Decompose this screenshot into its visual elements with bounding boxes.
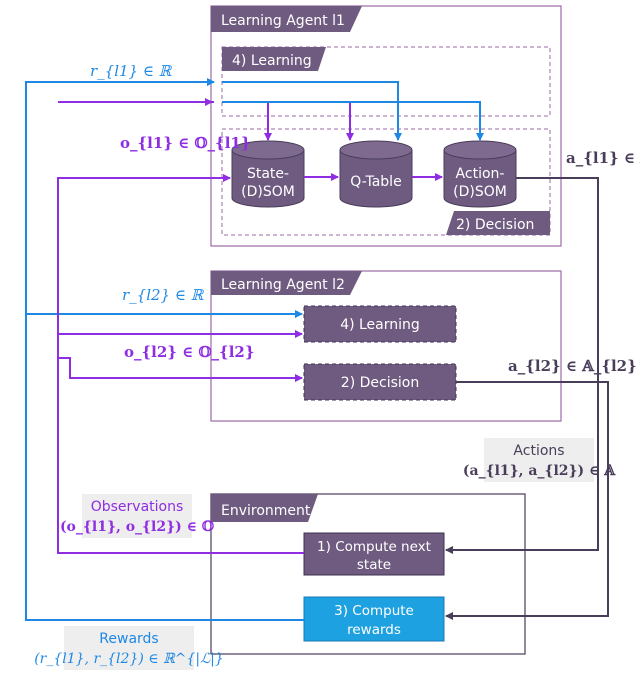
environment-tab [211,494,318,522]
environment: Environment 1) Compute next state 3) Com… [210,493,526,655]
action-l1-flow [445,177,599,554]
reward-l2-label: r_{l2} ∈ ℝ [122,286,205,304]
observation-l2-label: o_{l2} ∈ 𝕆_{l2} [124,343,254,361]
state-som-cylinder: State- (D)SOM [231,140,305,208]
rewards-formula: (r_{l1}, r_{l2}) ∈ ℝ^{|ℒ|} [34,651,224,667]
qtable-cylinder: Q-Table [339,140,413,208]
agent-l1-border [210,5,562,247]
agent-l1-decision-label: 2) Decision [456,217,534,233]
environment-title: Environment [221,503,311,519]
reward-to-action-arrow [222,101,484,141]
agent-l2-decision-box [303,363,457,401]
agent-l1-tab [211,6,362,32]
action-l1-label: a_{l1} ∈ 𝔸_{l1} [566,149,640,167]
agent-l2-learning-label: 4) Learning [340,317,420,333]
agent-l1-decision-region [221,128,551,236]
rewards-label-box: Rewards (r_{l1}, r_{l2}) ∈ ℝ^{|ℒ|} [34,626,224,670]
compute-rewards-label-1: 3) Compute [334,603,414,619]
action-som-label-1: Action- [456,166,505,182]
reward-l1-flow [25,78,304,621]
reward-to-qtable-arrow [222,81,402,141]
observations-formula: (o_{l1}, o_{l2}) ∈ 𝕆 [60,519,214,535]
agent-l2-title: Learning Agent l2 [221,277,345,293]
state-som-label-1: State- [247,166,289,182]
agent-l2-border [210,270,562,422]
reward-l1-label: r_{l1} ∈ ℝ [90,62,173,80]
agent-l2: Learning Agent l2 4) Learning 2) Decisio… [210,270,562,422]
compute-rewards-box [303,596,445,642]
compute-state-label-2: state [357,557,391,573]
agent-l1-learning-tab [222,47,326,71]
actions-title: Actions [513,443,564,459]
actions-label-box: Actions (a_{l1}, a_{l2}) ∈ 𝔸 [463,438,616,482]
action-som-cylinder: Action- (D)SOM [443,140,517,208]
state-som-label-2: (D)SOM [241,184,295,200]
observations-label-box: Observations (o_{l1}, o_{l2}) ∈ 𝕆 [60,494,214,538]
action-l2-flow [445,381,609,620]
compute-rewards-label-2: rewards [347,622,401,638]
agent-l2-tab [211,271,362,295]
action-som-label-2: (D)SOM [453,184,507,200]
qtable-label: Q-Table [350,174,401,190]
actions-formula: (a_{l1}, a_{l2}) ∈ 𝔸 [463,463,616,479]
observation-l2-flow [58,357,303,382]
observation-l1-label: o_{l1} ∈ 𝕆_{l1} [120,134,250,152]
action-l2-label: a_{l2} ∈ 𝔸_{l2} [508,357,637,375]
observations-title: Observations [91,499,184,515]
observation-l1-flow [57,174,304,554]
agent-l2-learning-box [303,305,457,343]
rewards-title: Rewards [99,631,158,647]
agent-l1: Learning Agent l1 4) Learning 2) Decisio… [210,5,562,247]
agent-l1-decision-tab [446,211,550,235]
agent-l2-decision-label: 2) Decision [341,375,419,391]
environment-border [210,493,526,655]
agent-l1-title: Learning Agent l1 [221,13,345,29]
agent-l1-learning-label: 4) Learning [232,53,312,69]
compute-state-label-1: 1) Compute next [317,539,431,555]
